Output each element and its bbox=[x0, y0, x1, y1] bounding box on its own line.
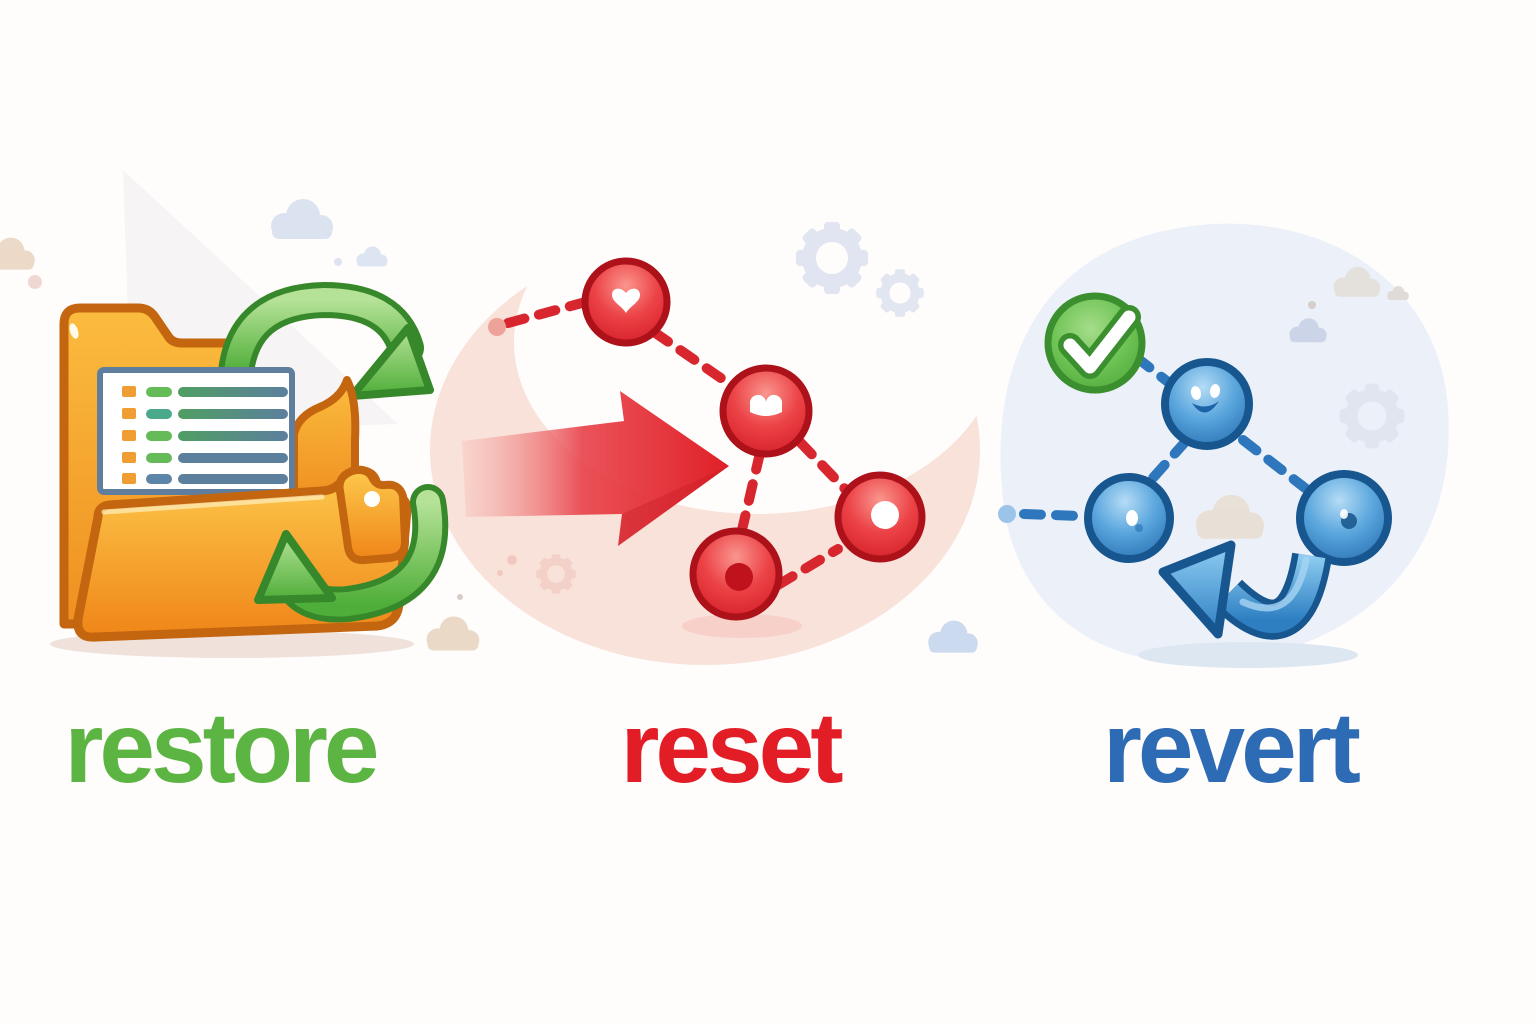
reset-arrow bbox=[462, 391, 729, 546]
commit-node-top bbox=[1161, 358, 1253, 450]
link-start-dot bbox=[998, 505, 1016, 523]
document-rows bbox=[122, 386, 288, 484]
folder-back-wedge bbox=[290, 376, 360, 504]
dot-speck bbox=[507, 555, 517, 565]
cloud-icon bbox=[426, 616, 480, 651]
folder-side-tag bbox=[335, 465, 410, 565]
tag-hole-dot bbox=[364, 491, 380, 507]
revert-commit-graph-icon bbox=[998, 292, 1392, 640]
circle-glyph bbox=[871, 501, 899, 529]
link-start-dot bbox=[488, 318, 506, 336]
cloud-icon bbox=[928, 620, 978, 653]
dot-speck bbox=[497, 570, 503, 576]
check-circle bbox=[1044, 292, 1146, 394]
dot-speck bbox=[1308, 301, 1316, 309]
reset-commit-graph-icon bbox=[462, 257, 926, 621]
revert-label: revert bbox=[1103, 692, 1361, 804]
refresh-arrow-bottom bbox=[254, 484, 449, 623]
reset-label: reset bbox=[620, 692, 843, 804]
cloud-icon bbox=[271, 199, 333, 239]
dot-speck bbox=[334, 258, 342, 266]
reset-node-shadow bbox=[682, 614, 802, 638]
folder-restore-icon bbox=[59, 281, 449, 642]
dot-speck bbox=[457, 594, 463, 600]
dot-glyph bbox=[725, 563, 753, 591]
dashed-links-red bbox=[503, 298, 851, 590]
undo-arrow bbox=[1158, 540, 1332, 640]
document-list bbox=[97, 367, 295, 495]
m-glyph bbox=[749, 394, 783, 416]
cloud-icon bbox=[356, 246, 388, 267]
revert-arrow-shadow bbox=[1138, 642, 1358, 668]
folder-flap-highlight bbox=[101, 494, 325, 515]
dot-speck bbox=[28, 275, 42, 289]
cloud-icon bbox=[0, 237, 35, 270]
refresh-arrow-top bbox=[218, 281, 434, 400]
folder-shine-dot bbox=[69, 323, 79, 339]
node-face-glyphs bbox=[1126, 384, 1357, 532]
restore-label: restore bbox=[64, 692, 379, 804]
heart-glyph bbox=[612, 288, 640, 313]
check-icon bbox=[1063, 310, 1136, 374]
